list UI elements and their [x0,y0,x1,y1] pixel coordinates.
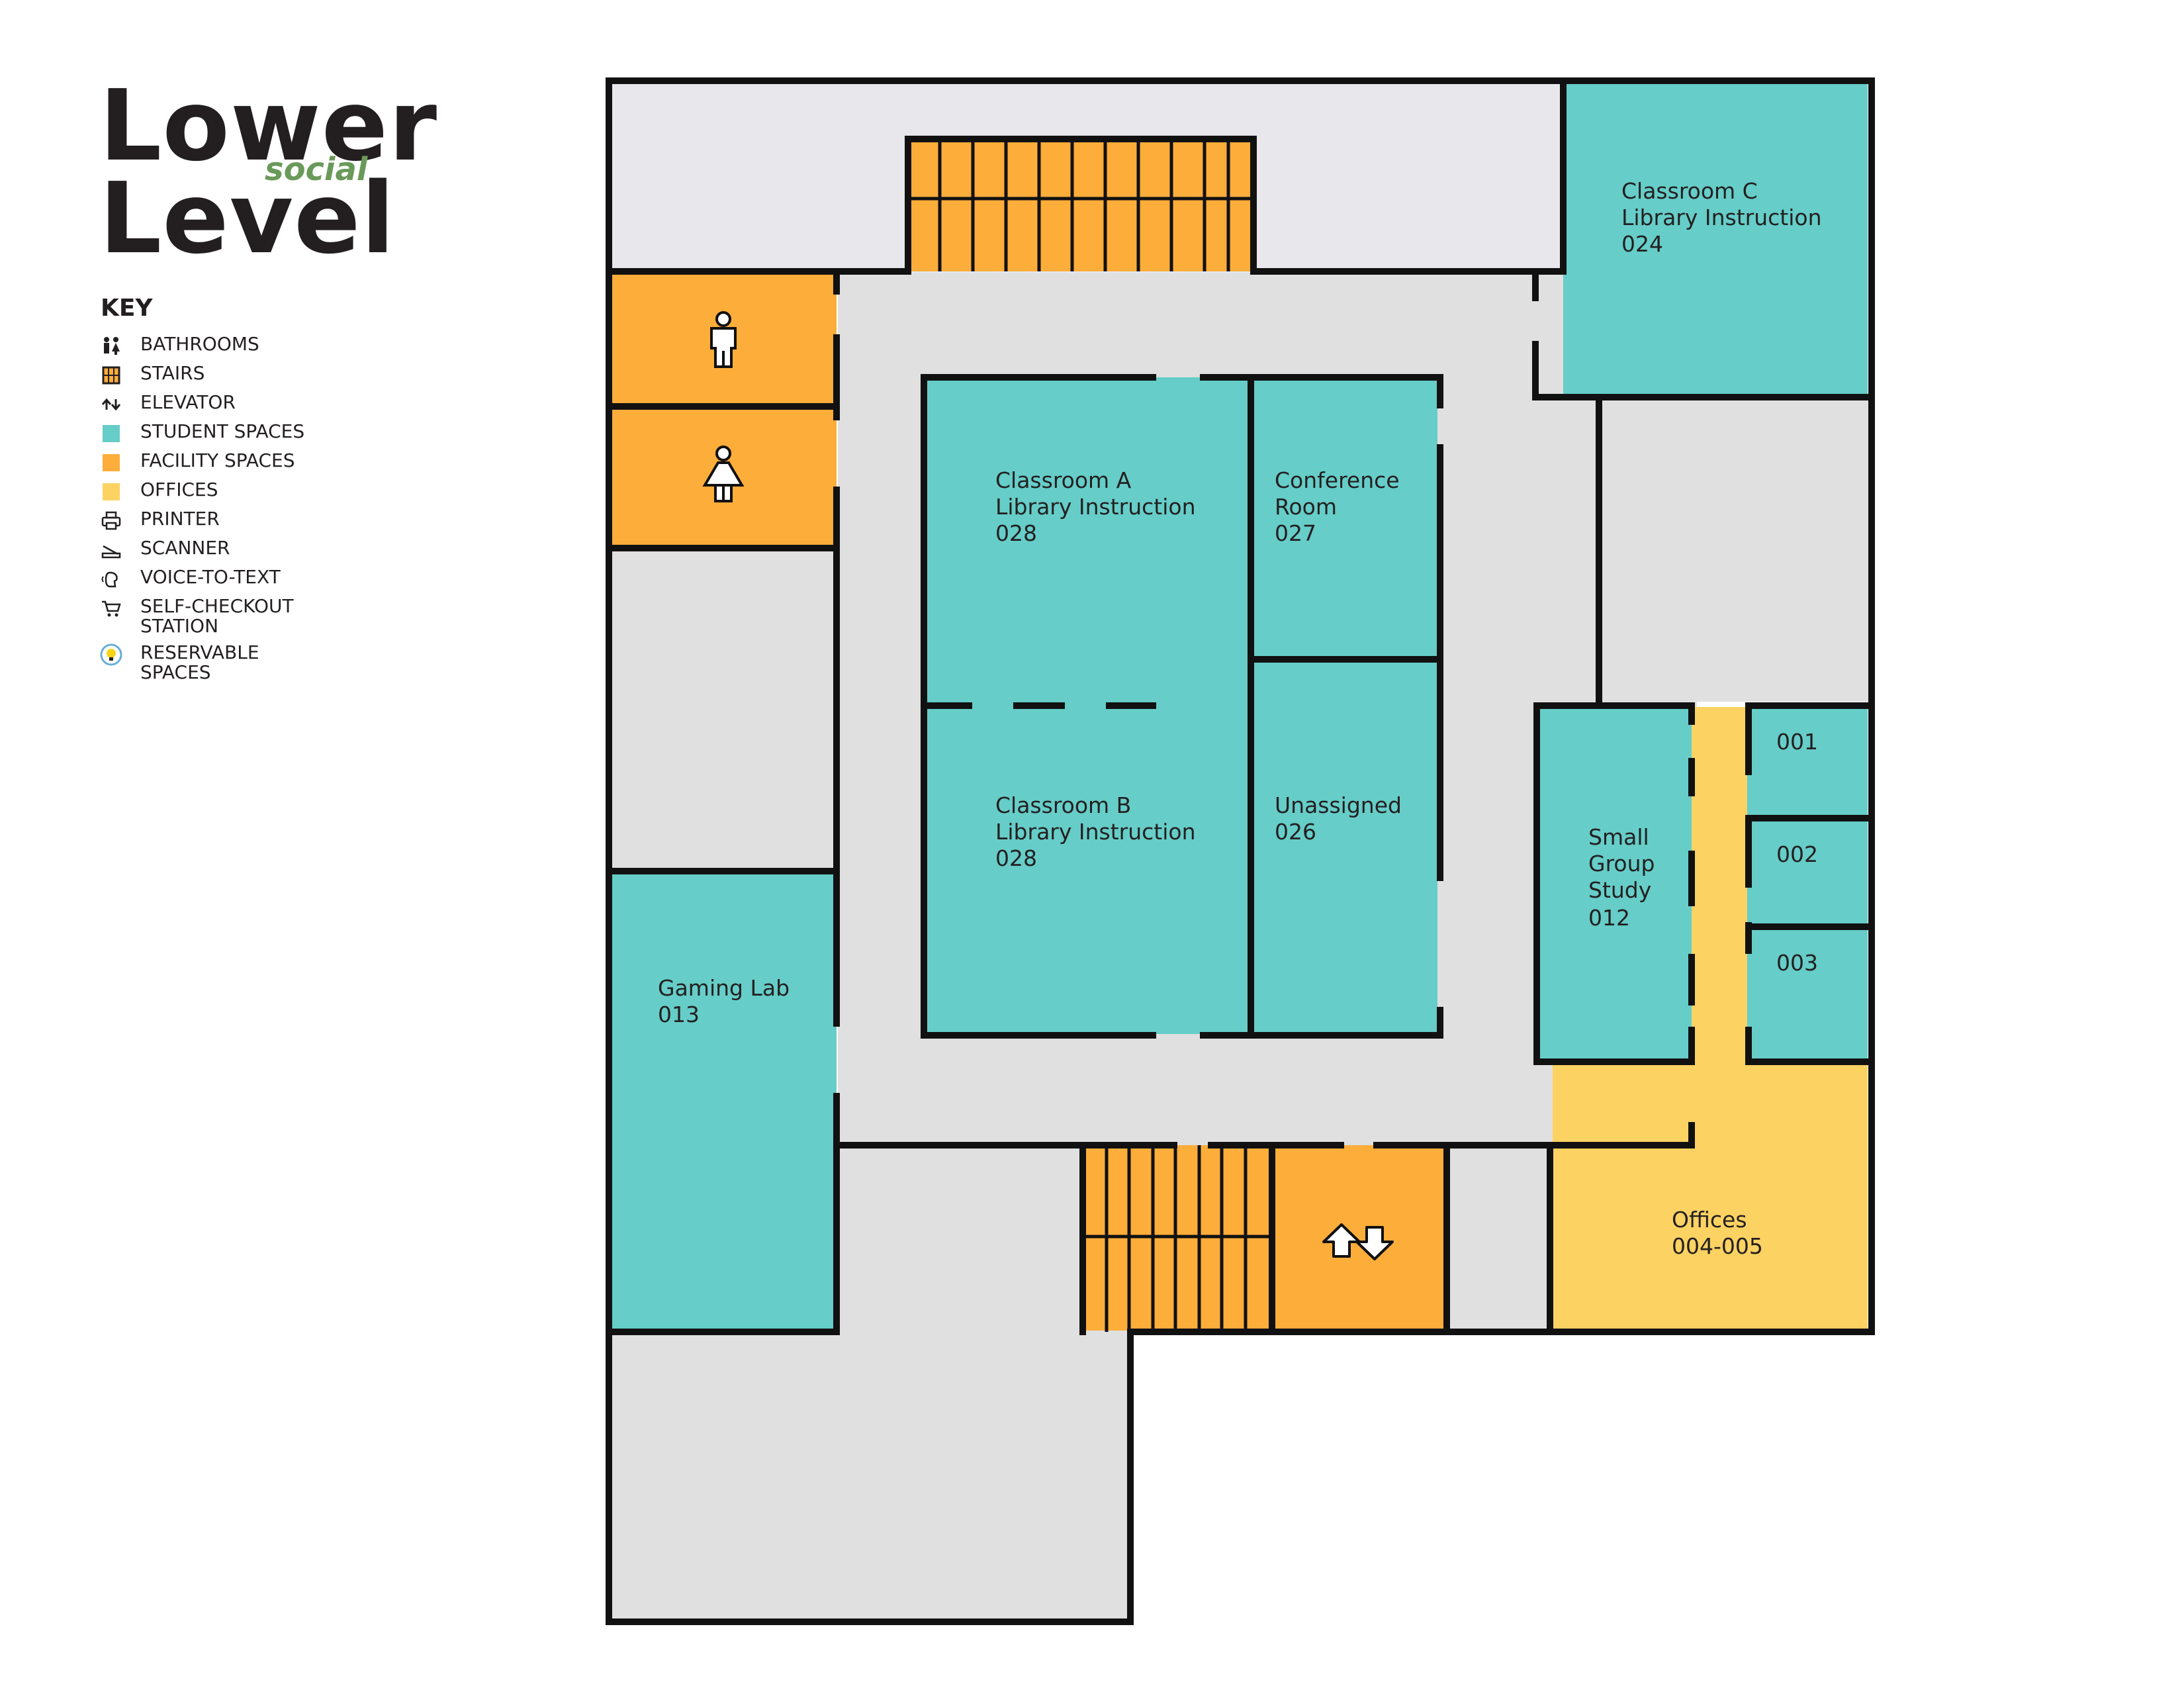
stairs-icon [99,363,123,387]
classroom-b [921,706,1248,1034]
room-001 [1747,707,1868,818]
key-item-bathrooms: BATHROOMS [99,334,339,363]
printer-icon [99,509,123,533]
bathrooms-icon [99,334,123,358]
small-group-study-label: Small Group Study 012 [1588,824,1662,931]
key-item-printer: PRINTER [99,509,339,538]
room-002-label: 002 [1776,841,1818,867]
room-003-label: 003 [1776,950,1818,976]
unassigned-room [1248,659,1437,1034]
elevator-icon [99,393,123,416]
south-storage [1447,1145,1550,1331]
key-item-reservable-spaces: RESERVABLE SPACES [99,643,339,689]
gaming-lab-label: Gaming Lab 013 [658,975,797,1027]
classroom-c-label: Classroom C Library Instruction 024 [1621,178,1829,257]
scanner-icon [99,538,123,562]
key-item-scanner: SCANNER [99,538,339,567]
mens-bathroom-icon [710,311,737,368]
classroom-a-label: Classroom A Library Instruction 028 [995,467,1203,546]
offices-swatch [103,483,120,500]
key-label: PRINTER [140,508,220,530]
key-heading: KEY [101,295,153,322]
room-001-label: 001 [1776,729,1818,755]
map-key: BATHROOMS STAIRS ELEVATOR STUDENT SPACES… [99,334,339,689]
key-label: FACILITY SPACES [140,449,295,471]
room-002 [1747,818,1868,927]
east-corridor [1604,397,1869,702]
classroom-a [921,377,1248,706]
key-item-elevator: ELEVATOR [99,393,339,422]
level-subtitle: social [265,151,368,188]
elevator [1269,1145,1447,1331]
west-room [610,549,838,871]
conference-room [1248,377,1437,659]
key-label: ELEVATOR [140,391,236,413]
reservable-spaces-icon [99,643,123,667]
conference-room-label: Conference Room 027 [1275,467,1406,546]
key-label: STUDENT SPACES [140,420,305,442]
walls [606,77,1875,1625]
key-item-student-spaces: STUDENT SPACES [99,422,339,451]
key-item-stairs: STAIRS [99,363,339,393]
classroom-b-label: Classroom B Library Instruction 028 [995,792,1203,871]
key-label: BATHROOMS [140,333,259,355]
offices-label: Offices 004-005 [1672,1207,1763,1259]
key-label: SELF-CHECKOUT STATION [140,595,294,637]
gaming-lab [610,871,837,1331]
key-item-facility-spaces: FACILITY SPACES [99,451,339,480]
student-spaces-swatch [103,425,120,442]
key-label: STAIRS [140,362,205,384]
elevator-icon [1322,1223,1394,1260]
room-labels: Classroom C Library Instruction 024 Clas… [658,178,1829,1259]
key-item-voice-to-text: VOICE-TO-TEXT [99,567,339,596]
key-label: RESERVABLE SPACES [140,641,259,683]
voice-to-text-icon [99,567,123,591]
key-item-offices: OFFICES [99,480,339,509]
title-line-2: Level [99,162,396,275]
key-item-self-checkout: SELF-CHECKOUT STATION [99,596,339,643]
room-003 [1747,927,1868,1059]
key-label: SCANNER [140,537,230,559]
key-label: OFFICES [140,479,218,500]
offices [1553,1059,1868,1331]
self-checkout-icon [99,596,123,620]
north-stairs [907,139,1255,271]
key-label: VOICE-TO-TEXT [140,566,281,588]
stairs-treads [908,139,1272,1332]
facility-spaces-swatch [103,454,120,471]
page-title: Lower Level [99,69,438,275]
title-line-1: Lower [99,69,438,183]
floor-fills [608,81,1869,1619]
unassigned-label: Unassigned 026 [1275,792,1408,845]
small-group-study [1535,707,1692,1059]
classroom-c [1563,81,1868,397]
womens-bathroom-icon [702,445,745,502]
